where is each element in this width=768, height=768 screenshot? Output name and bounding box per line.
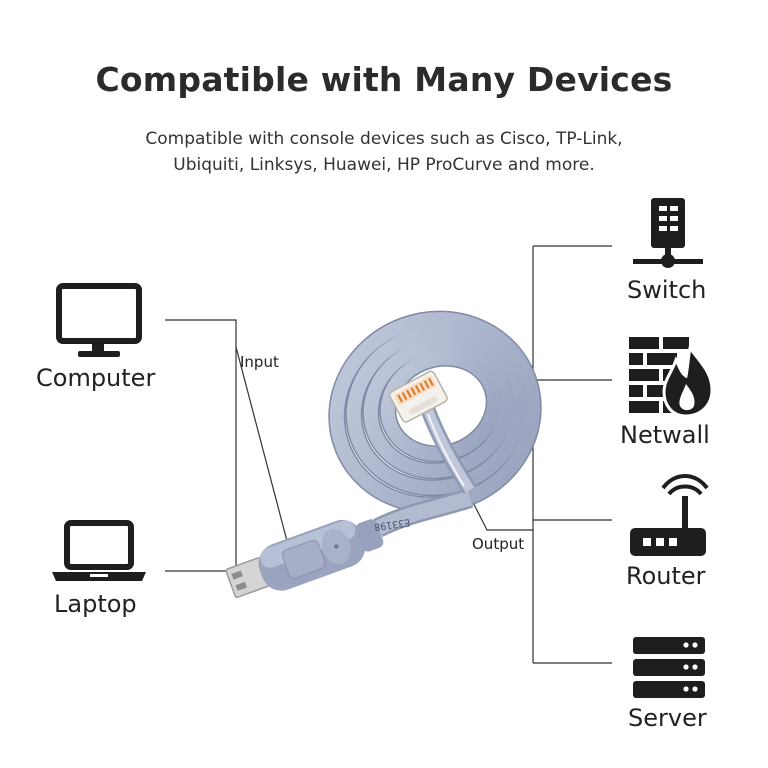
computer-label: Computer [36,364,156,392]
input-label: Input [240,353,279,371]
laptop-label: Laptop [54,590,137,618]
router-label: Router [626,562,706,590]
monitor-icon [56,283,142,357]
input-pointer-line [235,346,293,561]
switch-label: Switch [627,276,707,304]
coiled-cable [328,310,542,538]
laptop-icon [52,520,146,581]
firewall-icon [629,337,714,418]
page-title: Compatible with Many Devices [95,60,673,99]
rj45-connector [389,370,448,423]
page-subtitle: Compatible with console devices such as … [84,126,684,178]
subtitle-line-2: Ubiquiti, Linksys, Huawei, HP ProCurve a… [173,155,595,175]
netwall-label: Netwall [620,421,710,449]
input-bracket-line [165,319,237,572]
cable-print-text: E33198 [373,516,410,532]
subtitle-line-1: Compatible with console devices such as … [145,129,623,149]
server-icon [633,637,705,698]
usb-a-connector [225,519,384,599]
switch-icon [633,198,703,268]
router-icon [630,474,709,556]
output-label: Output [472,535,525,553]
server-label: Server [628,704,707,732]
